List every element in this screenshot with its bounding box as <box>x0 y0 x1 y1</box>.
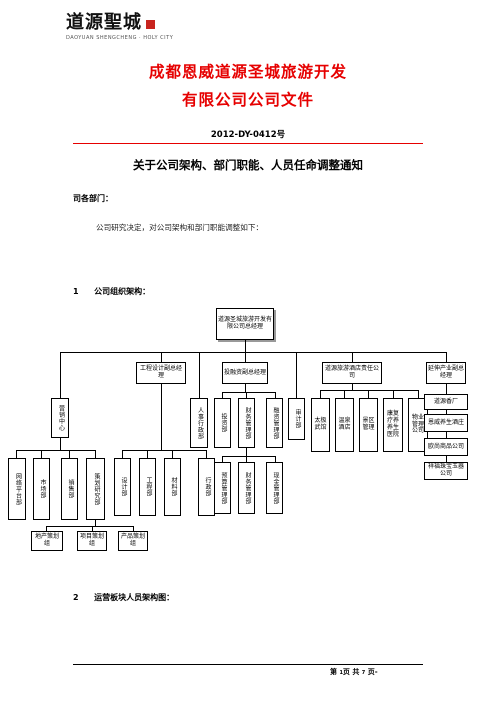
logo-text: 道源聖城 <box>66 12 142 33</box>
org-fin: 财务管理部 <box>238 398 255 448</box>
footer-suffix: 页- <box>367 668 378 676</box>
org-market: 市场部 <box>33 458 50 520</box>
org-design: 设计部 <box>114 458 131 516</box>
notice-subject: 关于公司架构、部门职能、人员任命调整通知 <box>133 158 363 172</box>
doc-title-line1: 成都恩威道源圣城旅游开发 <box>148 62 347 81</box>
org-rehab: 康复疗养养生医院 <box>383 398 403 452</box>
org-fin2: 财务管理部 <box>238 462 255 514</box>
org-admin: 行政部 <box>198 458 215 516</box>
org-eng-vp: 工程设计副总经理 <box>136 362 186 384</box>
section-1-heading: 1 公司组织架构： <box>73 286 150 297</box>
org-travel-co: 道源旅游酒店责任公司 <box>322 362 382 384</box>
org-plan: 策划研究部 <box>86 458 105 520</box>
org-project-plan: 项目策划组 <box>77 531 107 551</box>
footer-divider <box>73 664 423 665</box>
org-material: 材料部 <box>164 458 181 516</box>
org-finance: 融资管理部 <box>266 398 283 448</box>
org-cash: 现金管理部 <box>266 462 283 514</box>
org-scenic: 景区管理 <box>359 398 378 452</box>
section-1-title: 公司组织架构： <box>94 286 151 296</box>
org-invdept: 投资部 <box>214 398 231 448</box>
recipient: 司各部门： <box>73 193 113 203</box>
org-ext-vp: 延伸产业副总经理 <box>426 362 466 384</box>
org-audit: 审计部 <box>288 398 305 440</box>
org-chart: 道源圣城旅游开发有限公司总经理 工程设计副总经理 投融资副总经理 道源旅游酒店责… <box>0 300 496 600</box>
org-net: 网络平台部 <box>8 458 26 520</box>
logo-seal-icon <box>146 20 155 29</box>
page-footer: 第 1页 共 7 页- <box>330 667 378 677</box>
org-ext3: 欧尚商品公司 <box>424 438 468 456</box>
section-2-number: 2 <box>73 593 79 602</box>
footer-mid: 页 共 <box>342 668 360 676</box>
logo-subtitle: DAOYUAN SHENGCHENG · HOLY CITY <box>66 35 174 41</box>
section-2-heading: 2 运营板块人员架构图： <box>73 592 174 603</box>
footer-total-pages: 7 <box>361 670 366 676</box>
org-land-plan: 地产策划组 <box>31 531 63 551</box>
doc-number: 2012-DY-0412号 <box>210 130 286 140</box>
body-paragraph: 公司研究决定，对公司架构和部门职能调整如下： <box>96 223 264 232</box>
org-engdept: 工程部 <box>139 458 156 516</box>
org-ext1: 道源香厂 <box>424 394 468 410</box>
footer-current-page: 1 <box>339 670 343 676</box>
org-sales: 销售部 <box>61 458 78 520</box>
section-1-number: 1 <box>73 287 79 296</box>
org-budget: 预算管理部 <box>214 462 231 514</box>
org-taiji: 太极武馆 <box>311 398 330 452</box>
org-marketing: 营销中心 <box>51 398 69 438</box>
org-top: 道源圣城旅游开发有限公司总经理 <box>216 308 274 340</box>
org-inv-vp: 投融资副总经理 <box>222 362 268 384</box>
footer-prefix: 第 <box>330 668 337 676</box>
org-ext4: 祥福珠宝玉器公司 <box>424 462 468 480</box>
header-divider <box>73 143 423 144</box>
section-2-title: 运营板块人员架构图： <box>94 592 175 602</box>
org-ext2: 恩威养生酒庄 <box>424 414 468 432</box>
org-product-plan: 产品策划组 <box>118 531 148 551</box>
org-hr: 人事行政部 <box>190 398 208 448</box>
org-hotspring: 温泉酒店 <box>335 398 354 452</box>
doc-title-line2: 有限公司公司文件 <box>181 90 314 109</box>
company-logo: 道源聖城 DAOYUAN SHENGCHENG · HOLY CITY <box>66 8 173 48</box>
